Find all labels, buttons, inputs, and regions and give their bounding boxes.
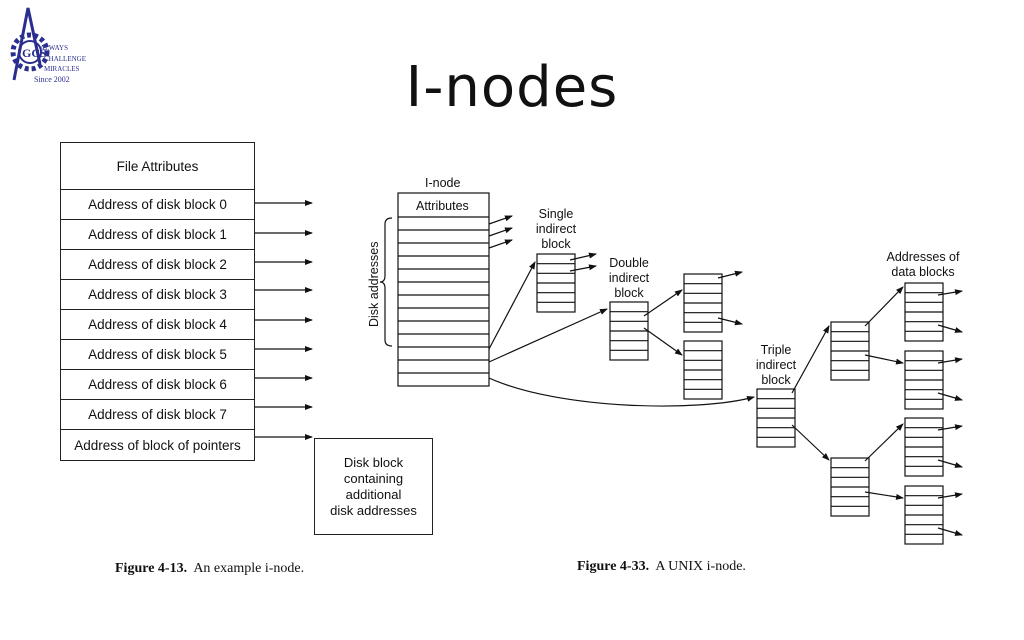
- disk-address-row: Address of disk block 4: [61, 310, 254, 340]
- triple-indirect-label-2: indirect: [756, 358, 797, 372]
- disk-address-row: Address of disk block 5: [61, 340, 254, 370]
- attributes-label: Attributes: [416, 199, 469, 213]
- data-blocks-label-2: data blocks: [891, 265, 954, 279]
- data-arrow: [937, 357, 963, 364]
- gear-logo-icon: [10, 7, 50, 81]
- pointer-block-row: Address of block of pointers: [74, 437, 241, 453]
- gcs-logo: GCS ALWAYS CHALLENGE MIRACLES Since 2002: [10, 7, 86, 84]
- indirect-arrow: [643, 327, 683, 356]
- single-indirect-block: [536, 253, 576, 313]
- data-arrow: [937, 527, 963, 536]
- indirect-arrow: [643, 289, 683, 317]
- single-indirect-label-2: indirect: [536, 222, 577, 236]
- data-arrow: [937, 289, 963, 296]
- triple-indirect-label-3: block: [761, 373, 791, 387]
- data-address-block: [904, 417, 944, 477]
- single-pointer-arrow: [488, 261, 536, 350]
- double-pointer-arrow: [488, 308, 608, 363]
- disk-address-row: Address of disk block 7: [61, 400, 254, 430]
- disk-address-row: Address of disk block 1: [61, 220, 254, 250]
- direct-arrow: [488, 239, 513, 249]
- data-arrow: [937, 392, 963, 401]
- figure-left-caption: Figure 4-13. An example i-node.: [115, 561, 304, 577]
- data-arrow: [717, 270, 743, 279]
- disk-addresses-brace: [379, 217, 393, 347]
- triple-level2-block: [830, 457, 870, 517]
- inode-label: I-node: [425, 176, 460, 190]
- logo-tagline-4: Since 2002: [34, 75, 70, 84]
- logo-tagline-1: ALWAYS: [40, 44, 68, 52]
- double-indirect-block: [609, 301, 649, 361]
- single-indirect-label-3: block: [541, 237, 571, 251]
- inode-box: [397, 192, 490, 387]
- caption-label: Figure 4-13.: [115, 561, 188, 576]
- indirect-arrow: [864, 354, 904, 365]
- double-indirect-label-1: Double: [609, 256, 649, 270]
- page-title: I-nodes: [405, 55, 619, 120]
- inode-table: File Attributes Address of disk block 0 …: [60, 142, 255, 461]
- triple-pointer-arrow: [488, 377, 755, 407]
- left-arrows: [255, 200, 313, 440]
- logo-tagline-3: MIRACLES: [44, 65, 80, 73]
- double-child-block: [683, 340, 723, 400]
- data-arrow: [937, 459, 963, 468]
- indirect-arrow: [864, 423, 904, 462]
- indirect-arrow: [791, 325, 830, 394]
- data-address-block: [904, 282, 944, 342]
- disk-address-row: Address of disk block 0: [61, 190, 254, 220]
- data-address-block: [904, 485, 944, 545]
- unix-inode-figure: [379, 192, 963, 545]
- disk-addresses-label: Disk addresses: [367, 242, 381, 327]
- disk-address-row: Address of disk block 3: [61, 280, 254, 310]
- double-child-block: [683, 273, 723, 333]
- indirect-arrow: [864, 286, 904, 327]
- indirect-arrow: [864, 491, 904, 500]
- caption-label: Figure 4-33.: [577, 559, 650, 574]
- triple-level2-block: [830, 321, 870, 381]
- data-arrow: [937, 324, 963, 333]
- double-indirect-label-2: indirect: [609, 271, 650, 285]
- figure-right-caption: Figure 4-33. A UNIX i-node.: [577, 559, 746, 575]
- additional-disk-block: Disk block containing additional disk ad…: [314, 438, 433, 535]
- data-address-block: [904, 350, 944, 410]
- data-arrow: [569, 264, 597, 272]
- single-indirect-label-1: Single: [539, 207, 574, 221]
- logo-tagline-2: CHALLENGE: [44, 55, 86, 63]
- data-arrow: [569, 252, 597, 261]
- disk-address-row: Address of disk block 6: [61, 370, 254, 400]
- indirect-arrow: [791, 424, 830, 461]
- data-arrow: [717, 317, 743, 326]
- double-indirect-label-3: block: [614, 286, 644, 300]
- data-arrow: [937, 492, 963, 499]
- data-arrow: [937, 424, 963, 431]
- caption-text: A UNIX i-node.: [655, 559, 746, 574]
- logo-letters: GCS: [22, 46, 47, 60]
- triple-indirect-label-1: Triple: [761, 343, 792, 357]
- triple-indirect-block: [756, 388, 796, 448]
- data-blocks-label-1: Addresses of: [887, 250, 960, 264]
- caption-text: An example i-node.: [193, 561, 305, 576]
- direct-arrow: [488, 215, 513, 225]
- direct-arrow: [488, 227, 513, 237]
- file-attributes-cell: File Attributes: [61, 143, 254, 190]
- disk-address-row: Address of disk block 2: [61, 250, 254, 280]
